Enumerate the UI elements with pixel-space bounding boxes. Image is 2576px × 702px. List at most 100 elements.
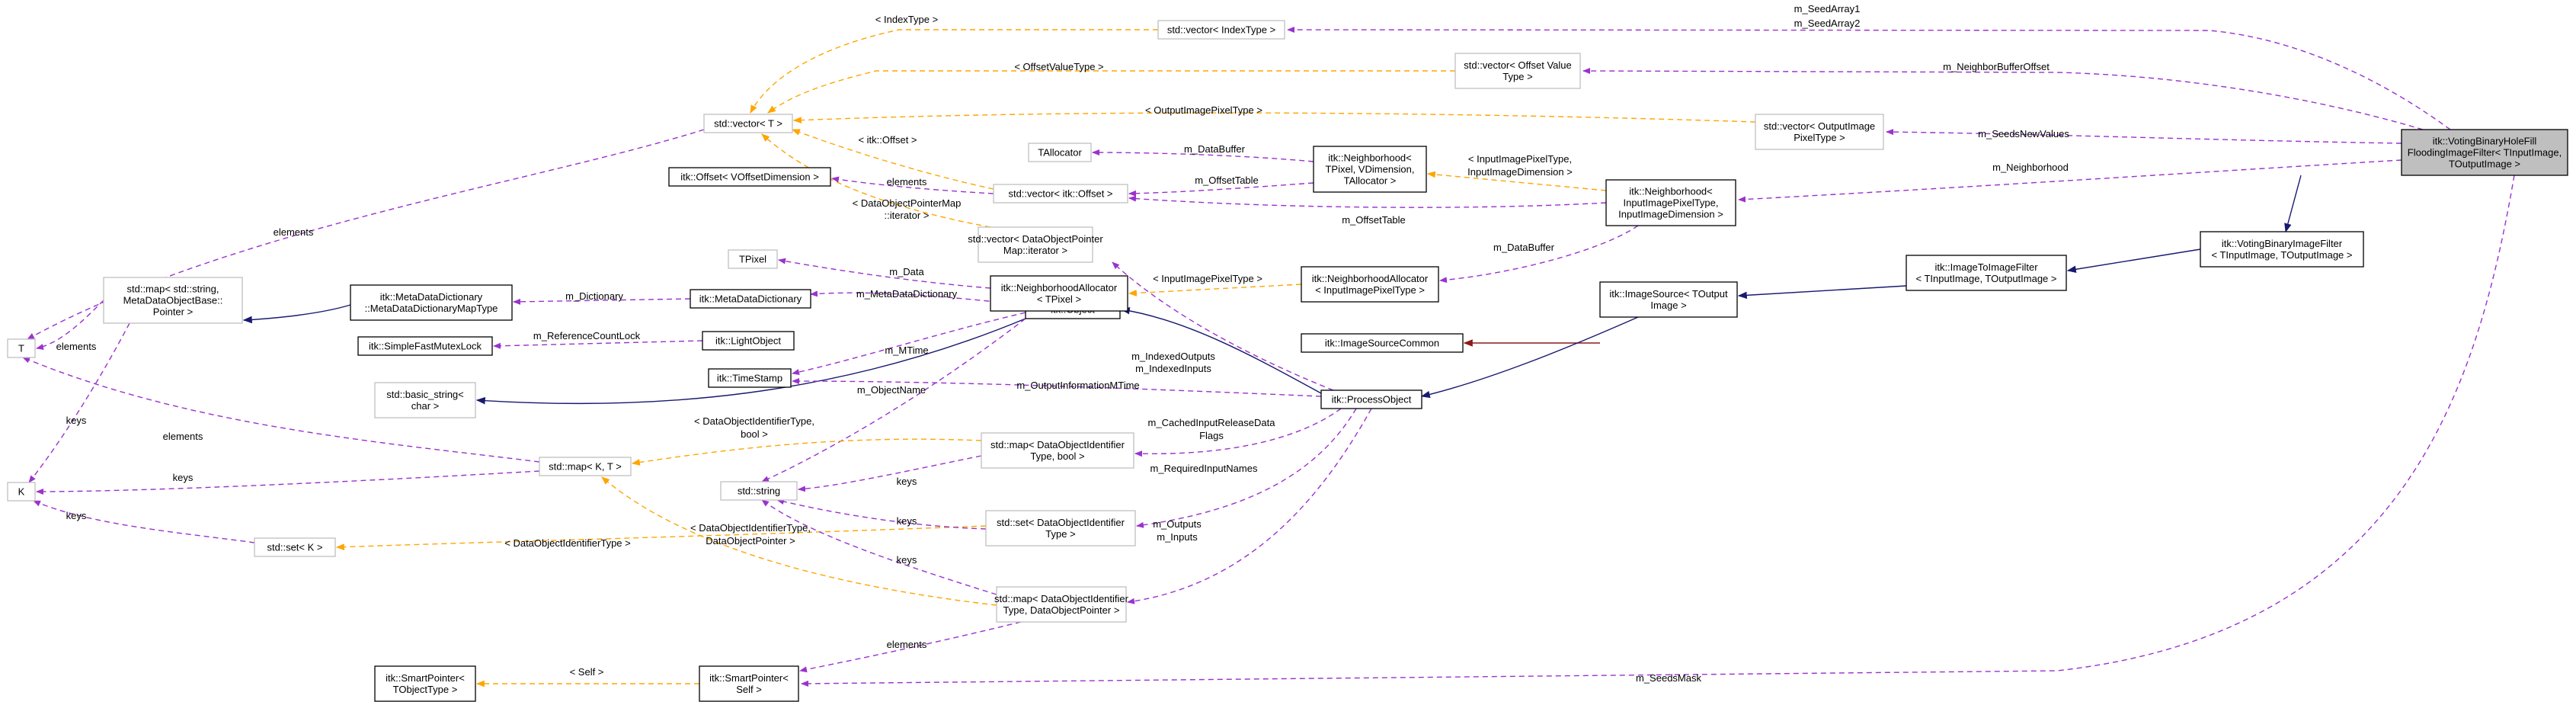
node-label: itk::ImageToImageFilter [1934,261,2038,273]
edge-line [1439,225,1639,284]
node-label: std::set< K > [267,542,323,553]
node-label: < TInputImage, TOutputImage > [1915,273,2056,284]
edge-outinfo: m_OutputInformationMTime [792,378,1322,397]
edge-label: elements [274,226,314,238]
node-label: std::string [738,486,780,497]
node-label: std::vector< OutputImage [1764,120,1875,132]
class-node-lo[interactable]: itk::LightObject [702,331,795,351]
edge-label: < InputImagePixelType, [1468,153,1572,165]
node-label: itk::SmartPointer< [709,672,789,684]
edge-line [475,318,1026,405]
class-node-nbr1[interactable]: itk::Neighborhood<TPixel, VDimension,TAl… [1313,146,1427,193]
edge-label: m_OffsetTable [1195,175,1259,186]
class-node-po[interactable]: itk::ProcessObject [1320,389,1422,409]
edge-line [22,357,540,463]
class-node-offv[interactable]: itk::Offset< VOffsetDimension > [668,167,831,187]
edge-seedmask: m_SeedsMask [801,175,2515,687]
node-box [703,114,793,133]
edge-line [36,300,104,350]
edge-offtab1: m_OffsetTable [1128,175,1314,197]
edge-label: bool > [741,428,768,440]
edge-label: m_NeighborBufferOffset [1943,61,2050,72]
edge-label: keys [66,510,87,521]
node-box [350,284,513,321]
edge-line [601,476,997,606]
edge-keys-mapsm: keys [28,322,130,483]
class-node-nbr2[interactable]: itk::Neighborhood<InputImagePixelType,In… [1605,179,1736,226]
edge-line [1737,285,1907,300]
class-node-vecT: std::vector< T > [703,114,793,133]
class-node-ts[interactable]: itk::TimeStamp [708,368,792,388]
class-node-vbif[interactable]: itk::VotingBinaryImageFilter< TInputImag… [2200,231,2364,268]
node-label: char > [411,400,440,412]
node-label: TObjectType > [393,684,458,695]
edge-line [1127,408,1372,604]
class-node-isc[interactable]: itk::ImageSourceCommon [1301,333,1464,353]
class-node-T: T [7,338,36,358]
node-label: std::vector< Offset Value [1464,59,1572,71]
node-box [985,510,1136,547]
edge-offtab2: m_OffsetTable [1128,195,1607,226]
edge-label: m_ReferenceCountLock [533,330,641,341]
edge-label: m_OffsetTable [1342,214,1406,226]
class-node-mapsm: std::map< std::string,MetaDataObjectBase… [103,277,243,324]
class-node-mddmt[interactable]: itk::MetaDataDictionary::MetaDataDiction… [350,284,513,321]
nodes-layer: itk::VotingBinaryHoleFillFloodingImageFi… [7,20,2568,702]
edge-keys-doi: keys [776,498,987,530]
class-node-itif[interactable]: itk::ImageToImageFilter< TInputImage, TO… [1906,255,2067,291]
class-node-mdd[interactable]: itk::MetaDataDictionary [690,289,811,309]
edge-line [1886,129,2402,144]
node-box [357,336,493,356]
edge-line [799,621,1022,673]
node-box [7,482,36,502]
node-label: < TPixel > [1037,293,1081,305]
class-node-sfml[interactable]: itk::SimpleFastMutexLock [357,336,493,356]
edge-t-nbr2: < InputImagePixelType,InputImageDimensio… [1426,153,1607,191]
edge-label: m_IndexedOutputs [1131,351,1215,362]
node-box [1320,389,1422,409]
edge-line [1128,182,1314,197]
edge-line [1136,408,1357,528]
node-label: itk::NeighborhoodAllocator [1312,273,1429,284]
node-label: Type > [1045,528,1075,540]
edge-line [831,176,994,194]
edge-elem-mapsm: elements [36,300,104,352]
node-box [374,382,476,418]
edge-label: < Self > [570,666,604,678]
edge-line [776,498,987,530]
edge-line [778,258,991,289]
class-node-mapDoip: std::map< DataObjectIdentifierType, Data… [994,586,1129,623]
node-label: std::basic_string< [386,389,464,400]
class-node-spSelf[interactable]: itk::SmartPointer<Self > [699,665,799,702]
class-node-spObj[interactable]: itk::SmartPointer<TObjectType > [374,665,476,702]
class-node-na1[interactable]: itk::NeighborhoodAllocator< TPixel > [990,275,1128,312]
edge-label: < DataObjectIdentifierType, [694,415,814,427]
class-node-vecOff: std::vector< Offset ValueType > [1454,53,1581,89]
class-node-vbhf[interactable]: itk::VotingBinaryHoleFillFloodingImageFi… [2401,129,2568,176]
node-label: Type, DataObjectPointer > [1003,604,1120,616]
class-node-na2[interactable]: itk::NeighborhoodAllocator< InputImagePi… [1301,266,1439,303]
edge-label: m_ObjectName [857,384,926,396]
edge-line [242,304,351,324]
node-label: itk::Neighborhood< [1629,186,1713,197]
node-label: TOutputImage > [2449,159,2520,170]
edge-isrc [1737,285,1907,300]
class-node-isrc[interactable]: itk::ImageSource< TOutputImage > [1599,281,1738,318]
edge-label: elements [163,431,203,442]
node-box [668,167,831,187]
class-node-vecIdx: std::vector< IndexType > [1157,20,1285,40]
class-node-vecDop: std::vector< DataObjectPointerMap::itera… [968,226,1103,263]
edge-label: m_RequiredInputNames [1150,463,1258,474]
edge-line [513,298,691,305]
node-label: itk::MetaDataDictionary [380,291,483,303]
node-label: std::map< DataObjectIdentifier [990,439,1125,450]
class-node-tpix: TPixel [728,249,778,269]
node-label: itk::MetaDataDictionary [699,293,802,305]
edge-t-out: < OutputImagePixelType > [792,104,1756,124]
node-box [702,331,795,351]
node-label: std::set< DataObjectIdentifier [997,517,1125,528]
edge-keys-doib: keys [798,455,982,492]
